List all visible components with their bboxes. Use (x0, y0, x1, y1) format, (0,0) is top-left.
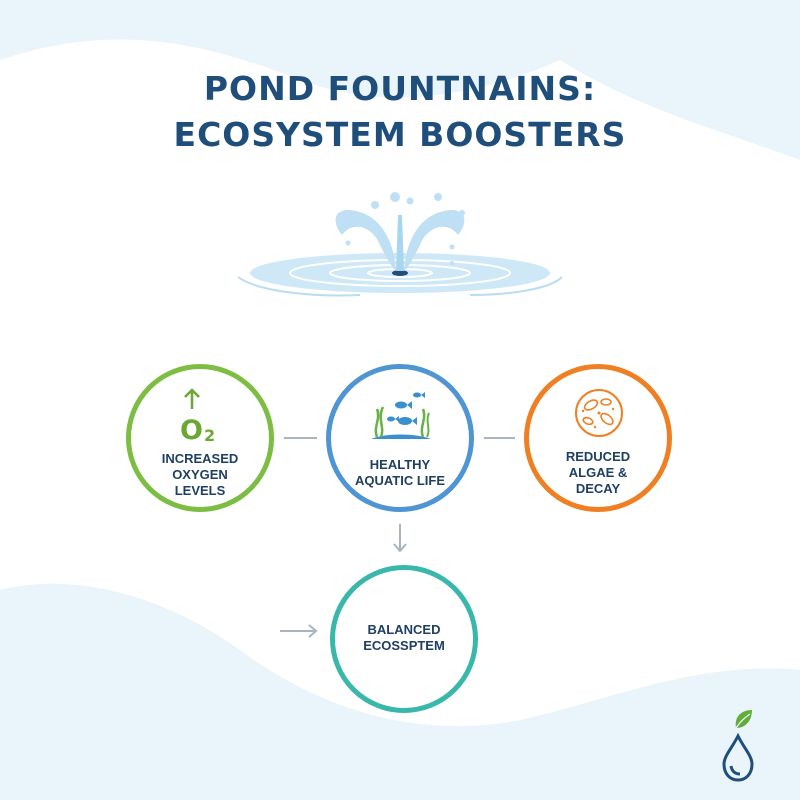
fish-seaweed-icon (371, 392, 431, 439)
node-label: REDUCED ALGAE & DECAY (565, 449, 631, 496)
oxygen-up-icon: O 2 (180, 388, 215, 443)
arrow-down-to-balanced (393, 524, 407, 553)
title-line-2: ECOSYSTEM BOOSTERS (173, 115, 627, 154)
node-reduced-algae: REDUCED ALGAE & DECAY (524, 364, 672, 512)
node-label: HEALTHY AQUATIC LIFE (354, 457, 446, 488)
arrow-right-to-balanced (280, 624, 318, 638)
water-drop-leaf-logo (722, 710, 754, 782)
fountain-illustration (237, 192, 563, 297)
node-balanced-ecosystem: BALANCED ECOSSPTEM (330, 565, 478, 713)
title-line-1: POND FOUNTNAINS: (203, 69, 597, 108)
microbe-icon (575, 389, 623, 437)
page-title: POND FOUNTNAINS: ECOSYSTEM BOOSTERS (0, 66, 800, 158)
svg-text:O: O (180, 415, 203, 443)
node-healthy-aquatic-life: HEALTHY AQUATIC LIFE (326, 364, 474, 512)
svg-text:2: 2 (204, 426, 215, 443)
node-label: INCREASED OXYGEN LEVELS (161, 451, 239, 498)
node-label: BALANCED ECOSSPTEM (363, 622, 445, 653)
node-increased-oxygen: O 2 INCREASED OXYGEN LEVELS (126, 364, 274, 512)
